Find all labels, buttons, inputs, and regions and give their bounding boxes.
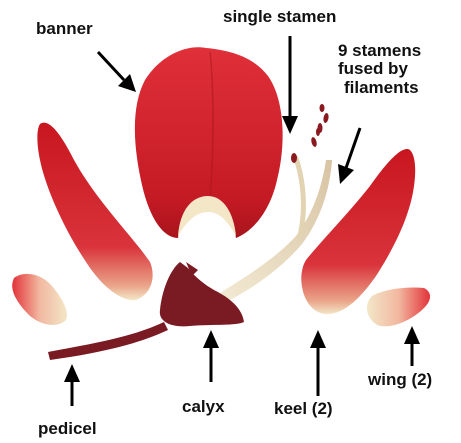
- label-pedicel: pedicel: [38, 420, 97, 438]
- single-stamen: [296, 158, 303, 236]
- wing-petal-right: [367, 287, 430, 326]
- wing-petal-left: [12, 274, 67, 325]
- label-fused-stamens: 9 stamens fused by filaments: [338, 42, 421, 97]
- label-single-stamen: single stamen: [223, 8, 336, 26]
- label-fused-stamens-line3: filaments: [344, 79, 421, 97]
- keel-petal-left: [37, 123, 152, 301]
- label-fused-stamens-line1: 9 stamens: [338, 42, 421, 60]
- anthers: [291, 104, 329, 163]
- label-keel: keel (2): [274, 400, 333, 418]
- label-fused-stamens-line2: fused by: [338, 60, 421, 78]
- label-wing: wing (2): [368, 371, 432, 389]
- label-banner: banner: [36, 20, 93, 38]
- pedicel-stem: [48, 322, 168, 360]
- label-calyx: calyx: [182, 398, 225, 416]
